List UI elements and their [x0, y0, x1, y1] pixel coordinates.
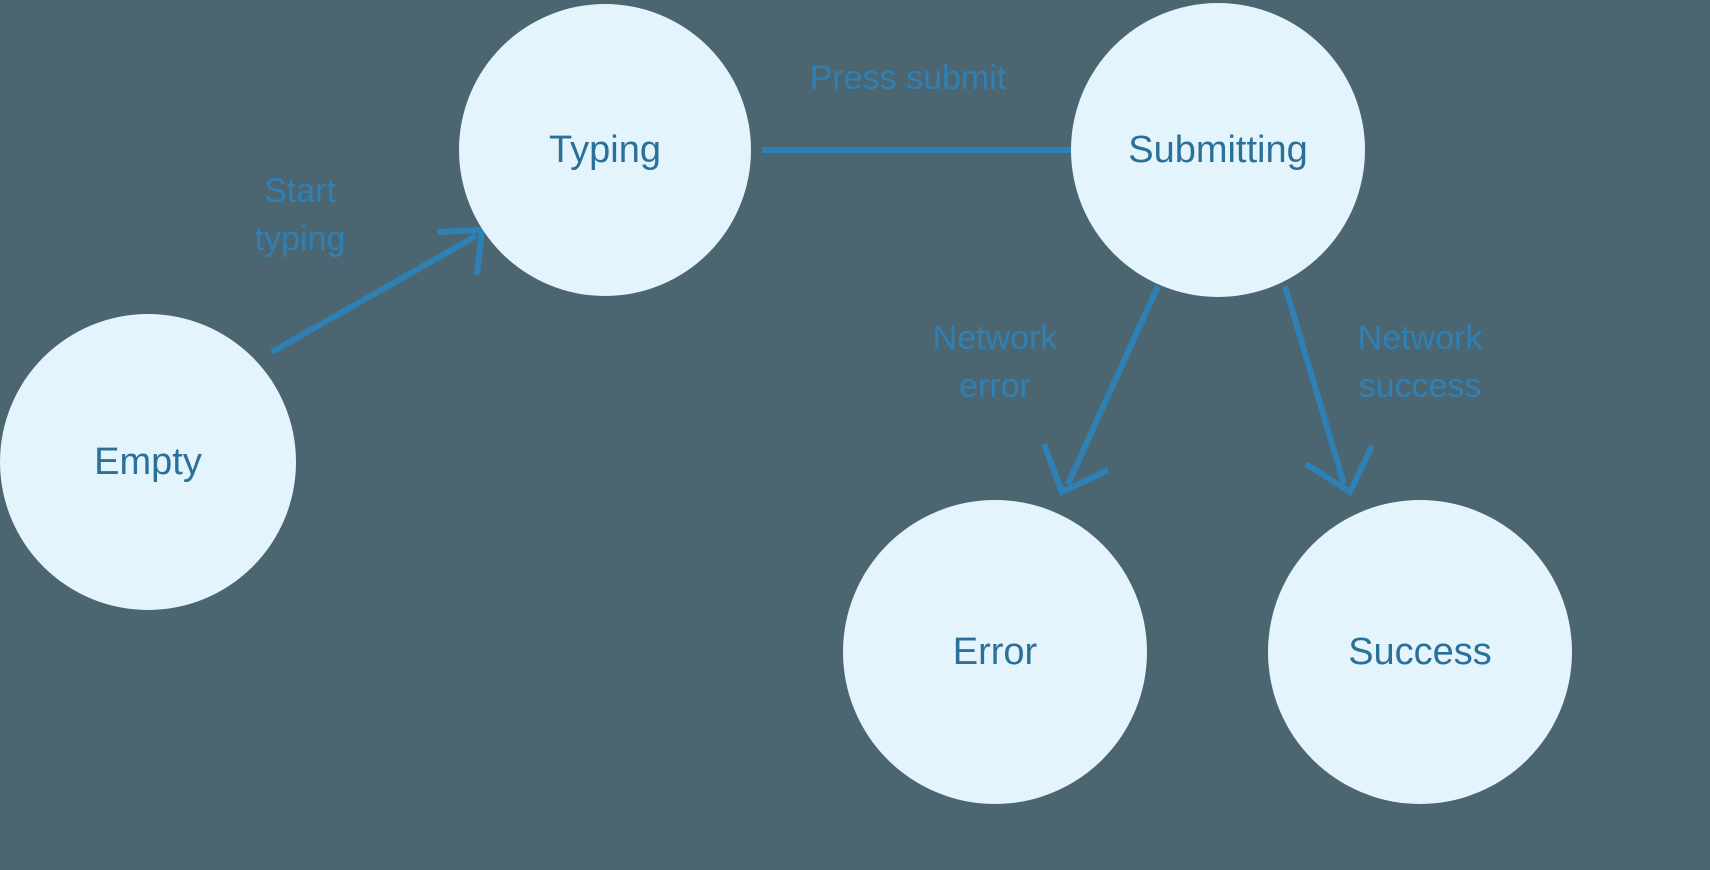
node-typing-label: Typing — [549, 129, 661, 171]
node-typing[interactable]: Typing — [459, 4, 751, 296]
arrowhead-empty-to-typing — [436, 226, 486, 276]
arrowhead-submitting-to-error — [1041, 442, 1110, 497]
node-error[interactable]: Error — [843, 500, 1147, 804]
node-error-label: Error — [953, 631, 1038, 673]
edge-label-submitting-to-success-line1: Network — [1358, 319, 1484, 357]
edge-line-submitting-to-error — [1065, 284, 1161, 486]
node-typing-circle[interactable] — [459, 4, 751, 296]
node-empty-circle[interactable] — [0, 314, 296, 610]
edge-label-typing-to-submitting-line1: Press submit — [810, 59, 1007, 97]
arrowhead-submitting-to-success — [1304, 444, 1375, 497]
edge-label-typing-to-submitting: Press submit — [810, 59, 1007, 97]
node-submitting[interactable]: Submitting — [1071, 3, 1365, 297]
edge-label-submitting-to-error: Network error — [933, 319, 1059, 405]
node-success-circle[interactable] — [1268, 500, 1572, 804]
edge-label-submitting-to-error-line1: Network — [933, 319, 1059, 357]
node-success[interactable]: Success — [1268, 500, 1572, 804]
edge-label-submitting-to-success: Network success — [1358, 319, 1484, 405]
node-empty-label: Empty — [94, 441, 202, 483]
node-error-circle[interactable] — [843, 500, 1147, 804]
node-success-label: Success — [1348, 631, 1492, 673]
edge-line-submitting-to-success — [1282, 285, 1347, 485]
edge-label-submitting-to-success-line2: success — [1359, 367, 1482, 405]
node-empty[interactable]: Empty — [0, 314, 296, 610]
edge-label-empty-to-typing: Start typing — [255, 172, 346, 258]
node-submitting-label: Submitting — [1128, 129, 1308, 171]
edge-submitting-to-error — [1041, 284, 1161, 497]
node-submitting-circle[interactable] — [1071, 3, 1365, 297]
edge-label-submitting-to-error-line2: error — [959, 367, 1031, 405]
edge-empty-to-typing — [270, 226, 486, 355]
edge-line-empty-to-typing — [270, 233, 478, 355]
edge-label-empty-to-typing-line1: Start — [264, 172, 336, 210]
edge-label-empty-to-typing-line2: typing — [255, 220, 346, 258]
edge-submitting-to-success — [1282, 285, 1375, 497]
